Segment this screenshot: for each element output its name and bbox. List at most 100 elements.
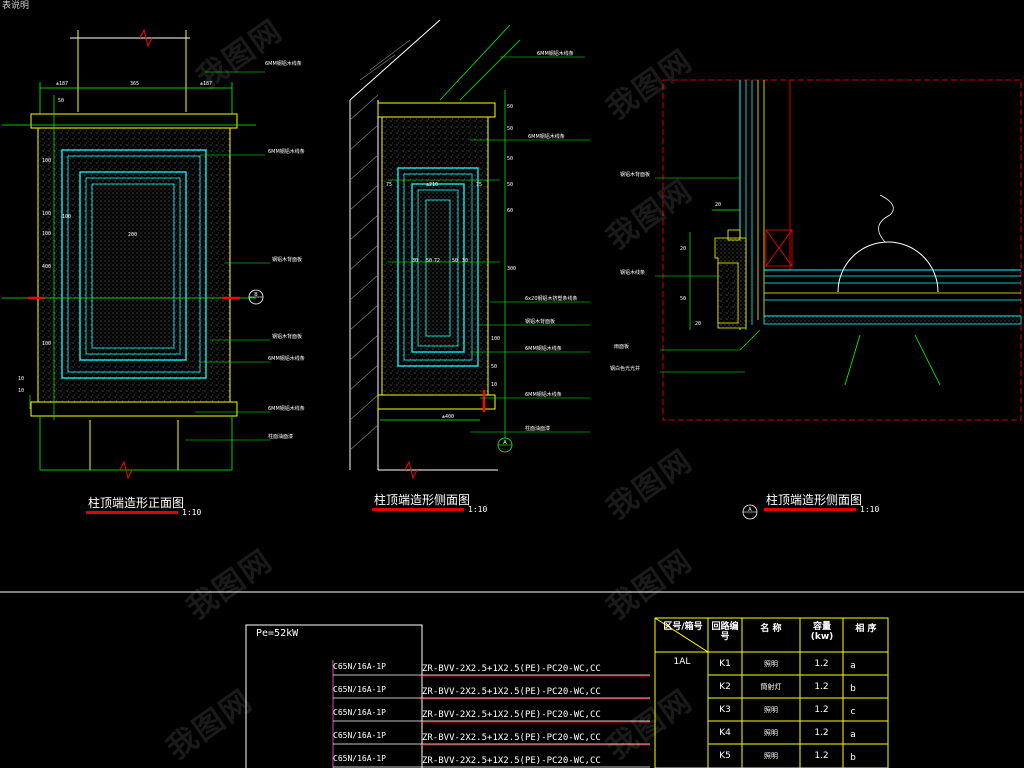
annotation-text: 6MM钢铝木线条: [268, 405, 305, 412]
table-header-phase: 相 序: [855, 624, 877, 634]
dimension-text: 75: [476, 182, 482, 188]
annotation-text: 钢铝木背面板: [525, 318, 555, 325]
dimension-text: 100: [62, 214, 71, 220]
wire-spec: ZR-BVV-2X2.5+1X2.5(PE)-PC20-WC,CC: [422, 664, 601, 674]
dimension-text: 50: [507, 126, 513, 132]
wire-spec: ZR-BVV-2X2.5+1X2.5(PE)-PC20-WC,CC: [422, 710, 601, 720]
annotation-text: 6MM钢铝木线条: [528, 133, 565, 140]
detail-view-title: 柱顶端造形侧面图: [766, 493, 863, 507]
table-cell-name: 照明: [764, 706, 778, 714]
side-view-labels: ±210 75 75 50 50 50 50 60 300 100 50 10 …: [386, 50, 578, 432]
dimension-text: 50: [491, 364, 497, 370]
table-cell-name: 照明: [764, 660, 778, 668]
table-header-name: 名 称: [760, 624, 782, 634]
dimension-text: 400: [42, 264, 51, 270]
table-cell-circuit: K5: [719, 751, 731, 761]
breaker-label: C65N/16A-1P: [333, 731, 386, 740]
annotation-text: 6x20钢铝木挤塑条线条: [525, 295, 578, 302]
breaker-label: C65N/16A-1P: [333, 754, 386, 763]
annotation-text: 6MM钢铝木线条: [525, 391, 562, 398]
detail-view-title-underline: [764, 508, 856, 511]
detail-view-labels: 20 20 50 20 钢铝木背面板 钢铝木线条 雨面板 钢白色光光井: [610, 171, 721, 372]
table-header-box: 区号/箱号: [663, 622, 703, 632]
annotation-text: 6MM钢铝木线条: [265, 60, 302, 67]
table-cell-phase: a: [850, 661, 856, 671]
dimension-text: 20: [715, 202, 721, 208]
side-view-title-underline: [372, 508, 464, 511]
dimension-text: ±210: [426, 182, 438, 188]
table-header-circuit: 回路编号: [711, 622, 739, 642]
dimension-text: 50: [426, 258, 432, 264]
wire-spec: ZR-BVV-2X2.5+1X2.5(PE)-PC20-WC,CC: [422, 687, 601, 697]
breaker-label: C65N/16A-1P: [333, 685, 386, 694]
table-cell-box: 1AL: [673, 657, 691, 667]
annotation-text: 钢铝木背面板: [620, 171, 650, 178]
side-view-scale: 1:10: [468, 505, 488, 514]
dimension-text: 20: [680, 246, 686, 252]
side-view: A: [349, 19, 590, 480]
dimension-text: 50: [507, 182, 513, 188]
dimension-text: 72: [434, 258, 440, 264]
dimension-text: 20: [695, 321, 701, 327]
table-cell-name: 筒射灯: [760, 683, 782, 691]
annotation-text: 6MM钢铝木线条: [537, 50, 574, 57]
annotation-text: 钢铝木线条: [620, 269, 645, 276]
dimension-text: 50: [680, 296, 686, 302]
dimension-text: 50: [507, 104, 513, 110]
annotation-text: 柱面油面漆: [268, 433, 293, 440]
annotation-text: 6MM钢铝木线条: [268, 355, 305, 362]
table-cell-kw: 1.2: [814, 705, 829, 715]
table-header-capacity: 容量(kw): [810, 622, 834, 642]
front-view-title: 柱顶端造形正面图: [88, 496, 185, 510]
front-view-scale: 1:10: [182, 508, 202, 517]
dimension-text: 10: [18, 376, 24, 382]
detail-view: A: [655, 79, 1022, 520]
table-cell-kw: 1.2: [814, 751, 829, 761]
dimension-text: ±187: [56, 81, 68, 87]
breaker-label: C65N/16A-1P: [333, 708, 386, 717]
dimension-text: 50: [452, 258, 458, 264]
annotation-text: 6MM钢铝木线条: [268, 148, 305, 155]
dimension-text: 100: [491, 336, 500, 342]
dimension-text: 50: [58, 98, 64, 104]
breaker-label: C65N/16A-1P: [333, 662, 386, 671]
dimension-text: ±187: [200, 81, 212, 87]
table-cell-phase: a: [850, 730, 856, 740]
annotation-text: 6MM钢铝木线条: [525, 345, 562, 352]
table-cell-kw: 1.2: [814, 728, 829, 738]
table-cell-name: 照明: [764, 752, 778, 760]
dimension-text: 30: [462, 258, 468, 264]
table-cell-circuit: K3: [719, 705, 731, 715]
table-cell-circuit: K2: [719, 682, 731, 692]
dimension-text: 100: [42, 158, 51, 164]
front-view: B: [2, 28, 270, 480]
annotation-text: 钢铝木背面板: [272, 256, 302, 263]
dimension-text: 10: [491, 382, 497, 388]
dimension-text: B: [254, 292, 258, 298]
table-cell-circuit: K4: [719, 728, 731, 738]
dimension-text: 50: [507, 156, 513, 162]
annotation-text: 钢铝木背面板: [272, 333, 302, 340]
table-cell-phase: c: [850, 707, 856, 717]
wire-spec: ZR-BVV-2X2.5+1X2.5(PE)-PC20-WC,CC: [422, 733, 601, 743]
electrical-schematic: [245, 617, 889, 768]
front-view-labels: ±187 365 ±187 50 100 100 100 400 100 10 …: [18, 60, 305, 440]
dimension-text: A: [503, 440, 507, 446]
dimension-text: 30: [412, 258, 418, 264]
table-cell-phase: b: [850, 753, 856, 763]
dimension-text: 100: [42, 211, 51, 217]
top-left-label: 表说明: [2, 1, 30, 11]
wire-spec: ZR-BVV-2X2.5+1X2.5(PE)-PC20-WC,CC: [422, 756, 601, 766]
table-cell-phase: b: [850, 684, 856, 694]
dimension-text: A: [748, 507, 752, 513]
front-view-title-underline: [86, 511, 178, 514]
dimension-text: 365: [130, 81, 139, 87]
table-cell-name: 照明: [764, 729, 778, 737]
dimension-text: 300: [507, 266, 516, 272]
dimension-text: 60: [507, 208, 513, 214]
power-rating: Pe=52kW: [256, 628, 299, 639]
table-cell-kw: 1.2: [814, 659, 829, 669]
detail-view-scale: 1:10: [860, 505, 880, 514]
